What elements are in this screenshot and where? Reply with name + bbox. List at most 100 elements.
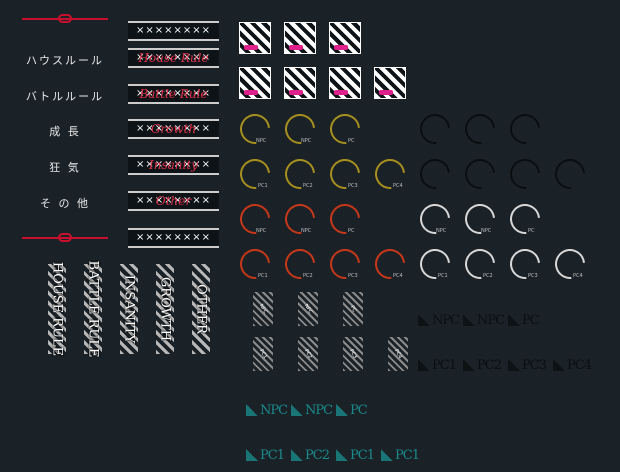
banner-house-rule[interactable]: ××××××××House Rule	[128, 48, 219, 68]
ring-gold-pc3[interactable]	[323, 152, 367, 196]
ring-label: PC4	[393, 273, 403, 279]
striped-icon-pc2[interactable]	[284, 67, 316, 99]
ring-dark-pc[interactable]	[503, 107, 547, 151]
ring-red-pc1[interactable]	[233, 242, 277, 286]
striped-icon-npc-1[interactable]	[239, 22, 271, 54]
ornament-top-line	[22, 18, 108, 20]
ring-red-pc4[interactable]	[368, 242, 412, 286]
ring-label: PC3	[528, 273, 538, 279]
header-other[interactable]: そ の 他	[22, 195, 108, 211]
header-house-rule[interactable]: ハウスルール	[22, 52, 108, 68]
ring-white-pc1[interactable]	[413, 242, 457, 286]
stair-icon	[291, 404, 303, 416]
stair-teal-npc-2[interactable]: NPC	[291, 403, 333, 418]
banner-script: Insanity	[149, 158, 198, 172]
ring-dark-pc3[interactable]	[503, 152, 547, 196]
tag-marker-icon	[379, 90, 393, 95]
stair-icon	[381, 449, 393, 461]
ring-gold-npc-2[interactable]	[278, 107, 322, 151]
vertical-house-rule[interactable]: HOUSE RULE	[48, 262, 66, 356]
banner-crosses: ××××××××	[135, 232, 212, 243]
ring-white-pc[interactable]	[503, 197, 547, 241]
ring-dark-pc4[interactable]	[548, 152, 592, 196]
ring-white-npc-1[interactable]	[413, 197, 457, 241]
stair-icon	[291, 449, 303, 461]
banner-script: Growth	[150, 122, 197, 136]
ring-white-pc4[interactable]	[548, 242, 592, 286]
ring-gold-pc1[interactable]	[233, 152, 277, 196]
stair-teal-npc-1[interactable]: NPC	[246, 403, 288, 418]
stair-icon	[418, 314, 430, 326]
tag-npc-1[interactable]: NPC	[253, 292, 273, 326]
ring-gold-pc[interactable]	[323, 107, 367, 151]
ring-white-pc3[interactable]	[503, 242, 547, 286]
stair-teal-pc2[interactable]: PC2	[291, 448, 330, 463]
banner-crosses: ××××××××	[135, 195, 212, 206]
tag-pc[interactable]: PC	[343, 292, 363, 326]
tag-pc2[interactable]: PC2	[298, 337, 318, 371]
ring-red-npc-2[interactable]	[278, 197, 322, 241]
stair-dark-pc1[interactable]: PC1	[418, 358, 457, 373]
striped-icon-pc4[interactable]	[374, 67, 406, 99]
stair-dark-pc[interactable]: PC	[508, 313, 540, 328]
striped-icon-pc1[interactable]	[239, 67, 271, 99]
stair-dark-pc2[interactable]: PC2	[463, 358, 502, 373]
banner-plain-top[interactable]: ××××××××	[128, 21, 219, 41]
ring-white-npc-2[interactable]	[458, 197, 502, 241]
ring-dark-npc-2[interactable]	[458, 107, 502, 151]
ring-white-pc2[interactable]	[458, 242, 502, 286]
vertical-battle-rule[interactable]: BATTLE RULE	[84, 261, 102, 357]
tag-pc1[interactable]: PC1	[253, 337, 273, 371]
vertical-insanity[interactable]: INSANITY	[120, 264, 138, 354]
ring-label: PC3	[348, 183, 358, 189]
ring-dark-pc2[interactable]	[458, 152, 502, 196]
striped-icon-npc-2[interactable]	[284, 22, 316, 54]
banner-crosses: ××××××××	[135, 123, 212, 134]
header-growth[interactable]: 成 長	[22, 123, 108, 139]
tag-pc3[interactable]: PC3	[343, 337, 363, 371]
tag-label: PC4	[392, 348, 404, 360]
ring-red-pc3[interactable]	[323, 242, 367, 286]
banner-plain-bottom[interactable]: ××××××××	[128, 228, 219, 248]
ring-red-npc-1[interactable]	[233, 197, 277, 241]
tag-pc4[interactable]: PC4	[388, 337, 408, 371]
banner-other[interactable]: ××××××××Other	[128, 191, 219, 211]
banner-crosses: ××××××××	[135, 88, 212, 99]
banner-insanity[interactable]: ××××××××Insanity	[128, 155, 219, 175]
ornament-bottom-line	[22, 237, 108, 239]
header-battle-rule[interactable]: バトルルール	[22, 88, 108, 104]
stair-dark-npc-1[interactable]: NPC	[418, 313, 460, 328]
striped-icon-pc[interactable]	[329, 22, 361, 54]
tag-marker-icon	[289, 90, 303, 95]
vertical-other[interactable]: OTHER	[192, 264, 210, 354]
ring-dark-npc-1[interactable]	[413, 107, 457, 151]
stair-dark-npc-2[interactable]: NPC	[463, 313, 505, 328]
ring-label: PC	[348, 138, 355, 144]
ring-label: PC	[348, 228, 355, 234]
header-label: 狂 気	[49, 161, 81, 174]
stair-teal-pc1[interactable]: PC1	[246, 448, 285, 463]
ring-gold-pc2[interactable]	[278, 152, 322, 196]
ring-dark-pc1[interactable]	[413, 152, 457, 196]
stair-label: NPC	[432, 313, 460, 328]
vertical-growth[interactable]: GROWTH	[156, 264, 174, 354]
stair-dark-pc3[interactable]: PC3	[508, 358, 547, 373]
ring-red-pc2[interactable]	[278, 242, 322, 286]
ring-red-pc[interactable]	[323, 197, 367, 241]
banner-crosses: ××××××××	[135, 25, 212, 36]
ring-gold-npc-1[interactable]	[233, 107, 277, 151]
stair-teal-pc[interactable]: PC	[336, 403, 368, 418]
header-insanity[interactable]: 狂 気	[22, 159, 108, 175]
banner-script: House Rule	[138, 51, 209, 65]
ring-label: PC	[528, 228, 535, 234]
banner-crosses: ××××××××	[135, 52, 212, 63]
ring-gold-pc4[interactable]	[368, 152, 412, 196]
striped-icon-pc3[interactable]	[329, 67, 361, 99]
banner-growth[interactable]: ××××××××Growth	[128, 119, 219, 139]
stair-dark-pc4[interactable]: PC4	[553, 358, 592, 373]
stair-label: PC1	[350, 448, 375, 463]
banner-battle-rule[interactable]: ××××××××Battle Rule	[128, 84, 219, 104]
stair-teal-pc1-b[interactable]: PC1	[336, 448, 375, 463]
tag-npc-2[interactable]: NPC	[298, 292, 318, 326]
stair-teal-pc1-c[interactable]: PC1	[381, 448, 420, 463]
